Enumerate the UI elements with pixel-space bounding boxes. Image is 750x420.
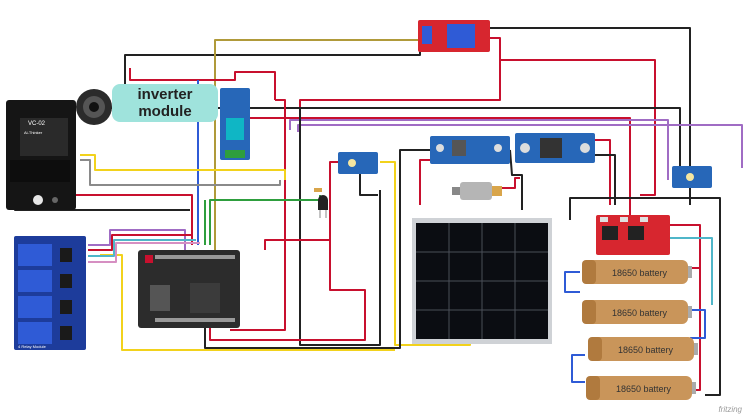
buck-converter-right (515, 133, 595, 163)
wire-dark-mid (80, 107, 681, 170)
current-sensor-module (220, 88, 250, 160)
battery-3-label: 18650 battery (618, 345, 674, 355)
wire-gray (80, 159, 281, 186)
wire-red-relay (88, 234, 192, 251)
battery-1 (582, 260, 692, 284)
speaker (76, 89, 112, 125)
temperature-sensor (314, 188, 328, 218)
fritzing-watermark: fritzing (718, 405, 742, 414)
battery-4-label: 18650 battery (616, 384, 672, 394)
wire-olive-top (214, 39, 420, 260)
wire-cyan-bms (655, 237, 713, 305)
wire-red-buck2 (595, 139, 611, 205)
wire-dark-vert (299, 108, 381, 346)
wire-blue-bat2 (690, 309, 706, 339)
voice-module-title: VC-02 (28, 121, 46, 127)
wire-pink-relay (88, 242, 200, 263)
wire-purple-relay (88, 229, 186, 250)
buck-converter-left (430, 136, 510, 164)
wire-red-loop (129, 68, 276, 100)
battery-2 (582, 300, 692, 324)
voice-module (6, 100, 76, 210)
wire-dark-right-top (488, 27, 691, 205)
relay-board-label: 4 Relay Module (18, 344, 46, 349)
inverter-module-label: inverter module (112, 84, 218, 122)
voice-module-subtitle: Ai-Thinker (24, 130, 43, 135)
wire-blue-bat1 (564, 271, 580, 293)
wire-red-left (230, 99, 286, 331)
wire-purple (289, 119, 669, 180)
light-sensor-module-right (672, 166, 712, 188)
battery-2-label: 18650 battery (612, 308, 668, 318)
single-relay-module (418, 20, 490, 52)
wire-motor-red (490, 177, 520, 189)
wire-green-sensor (209, 195, 321, 245)
wire-dark-bottom (204, 149, 430, 349)
light-sensor-module-left (338, 152, 378, 174)
wire-red-ldr (264, 161, 340, 250)
wire-cyan-relay (88, 239, 196, 257)
wire-yellow-voice (80, 154, 286, 180)
wire-blue-bat3 (571, 354, 585, 383)
wire-red-bottom (209, 235, 366, 341)
wire-dark-bms (569, 197, 721, 396)
microcontroller-board (138, 250, 240, 328)
battery-stack (582, 260, 698, 400)
wire-red-right-top (488, 37, 656, 196)
battery-3 (588, 337, 698, 361)
wire-dark-buck (509, 149, 523, 210)
battery-1-label: 18650 battery (612, 268, 668, 278)
wire-dark-ldr (359, 172, 378, 196)
wire-dark-top (124, 44, 421, 88)
solar-panel (412, 218, 552, 344)
wire-purple-long (297, 124, 743, 168)
bms-board (596, 215, 670, 255)
dc-motor (452, 182, 502, 200)
wire-red-mid (240, 117, 631, 215)
four-relay-board (14, 236, 86, 350)
battery-4 (586, 376, 696, 400)
